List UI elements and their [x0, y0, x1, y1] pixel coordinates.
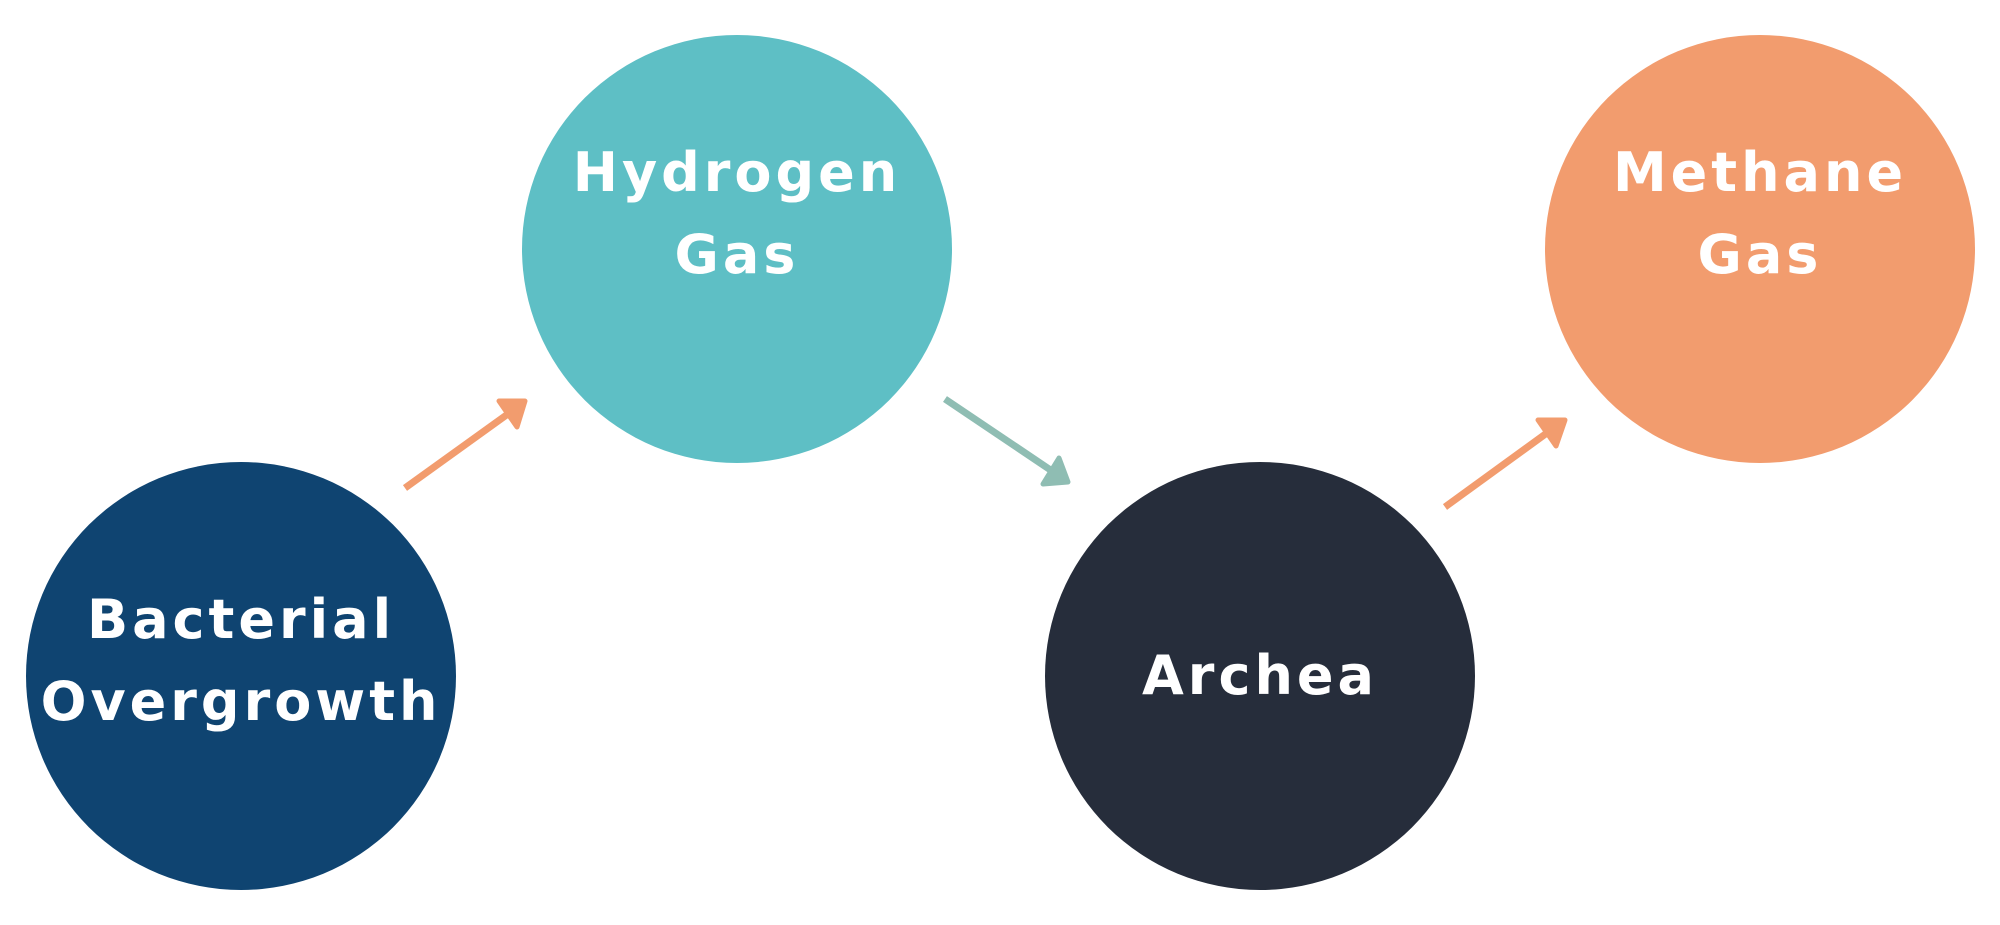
arrow-archea-to-methane	[1442, 417, 1568, 510]
node-label-bacterial-overgrowth: Bacterial Overgrowth	[40, 588, 442, 733]
node-methane-gas: Methane Gas	[1545, 35, 1975, 463]
node-hydrogen-gas: Hydrogen Gas	[522, 35, 952, 463]
arrow-bacterial-to-hydrogen	[402, 398, 528, 491]
arrow-hydrogen-to-archea	[943, 396, 1071, 487]
node-label-hydrogen-gas: Hydrogen Gas	[572, 141, 902, 286]
node-label-methane-gas: Methane Gas	[1612, 141, 1908, 286]
node-bacterial-overgrowth: Bacterial Overgrowth	[26, 462, 456, 890]
node-label-archea: Archea	[1142, 644, 1378, 707]
node-archea: Archea	[1045, 462, 1475, 890]
